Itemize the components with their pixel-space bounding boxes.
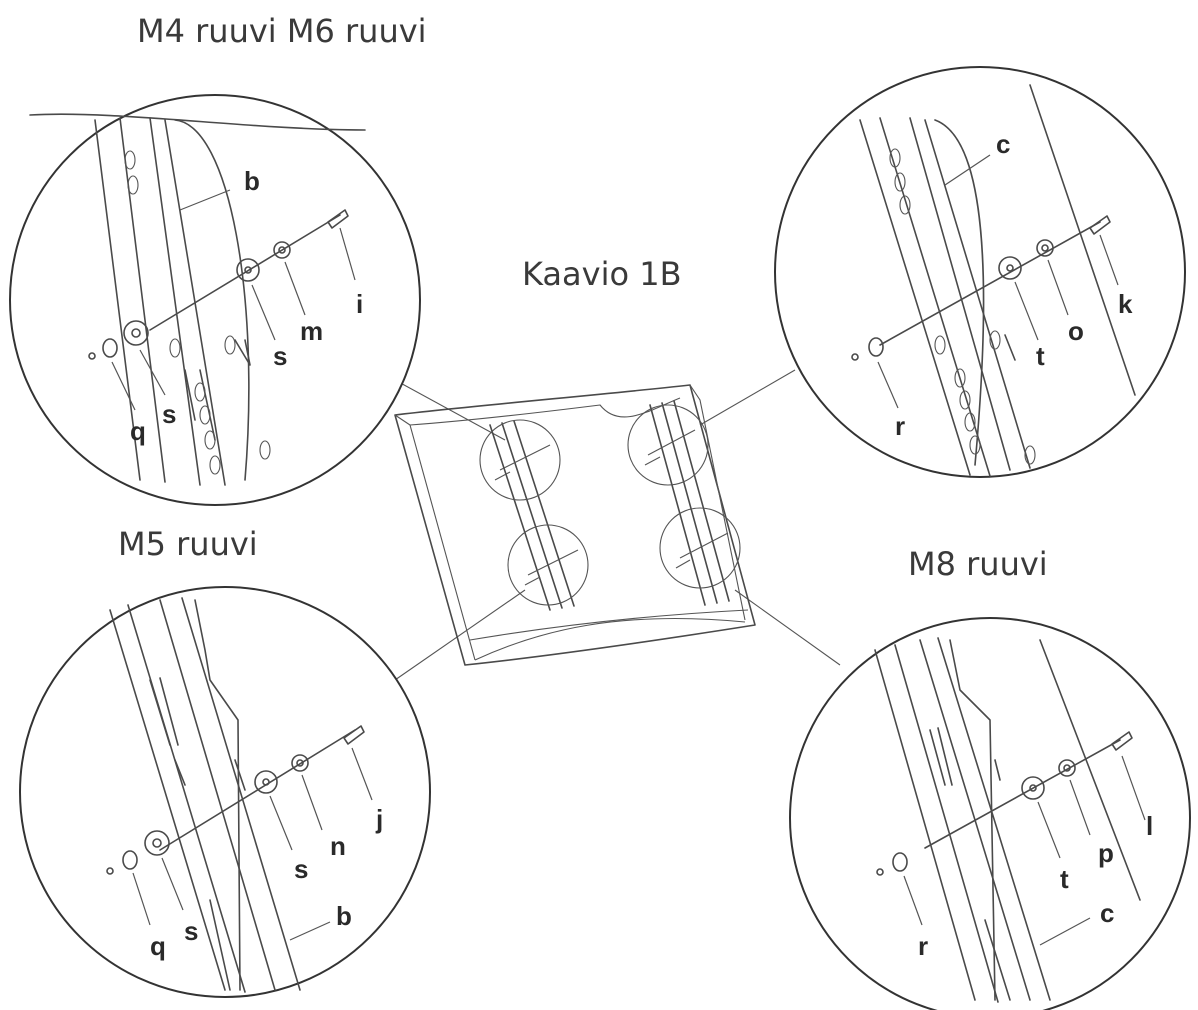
screw-caption-m8: M8 ruuvi — [908, 545, 1048, 583]
detail-circle-top-right: c k o t r — [774, 66, 1186, 478]
part-label-c: c — [996, 129, 1010, 159]
connector-line-top-left — [394, 379, 506, 441]
part-label-p: p — [1098, 838, 1114, 868]
part-label-l: l — [1146, 811, 1153, 841]
screw-caption-m5: M5 ruuvi — [118, 525, 258, 563]
detail-circle-bottom-right: l p t r c — [789, 617, 1191, 1010]
connector-line-bottom-right — [734, 589, 841, 666]
tv-panel-illustration — [394, 384, 756, 666]
part-label-s: s — [294, 854, 308, 884]
part-label-r: r — [918, 931, 928, 961]
connector-line-top-right — [699, 369, 796, 426]
part-label-t: t — [1036, 341, 1045, 371]
connector-line-bottom-left — [394, 589, 526, 681]
detail-circle-bottom-left: j n s s q b — [19, 586, 431, 998]
part-label-j: j — [375, 804, 383, 834]
part-label-n: n — [330, 831, 346, 861]
part-label-t: t — [1060, 864, 1069, 894]
part-label-s: s — [162, 399, 176, 429]
part-label-s: s — [273, 341, 287, 371]
part-label-q: q — [130, 416, 146, 446]
part-label-k: k — [1118, 289, 1133, 319]
part-label-i: i — [356, 289, 363, 319]
part-label-b: b — [244, 166, 260, 196]
part-label-q: q — [150, 931, 166, 961]
screw-caption-m4-m6: M4 ruuvi M6 ruuvi — [137, 12, 427, 50]
part-label-r: r — [895, 411, 905, 441]
part-label-c: c — [1100, 898, 1114, 928]
detail-circle-top-left: b i m s s q — [9, 94, 421, 506]
part-label-o: o — [1068, 316, 1084, 346]
diagram-title: Kaavio 1B — [522, 255, 682, 293]
part-label-b: b — [336, 901, 352, 931]
part-label-s: s — [184, 916, 198, 946]
part-label-m: m — [300, 316, 323, 346]
